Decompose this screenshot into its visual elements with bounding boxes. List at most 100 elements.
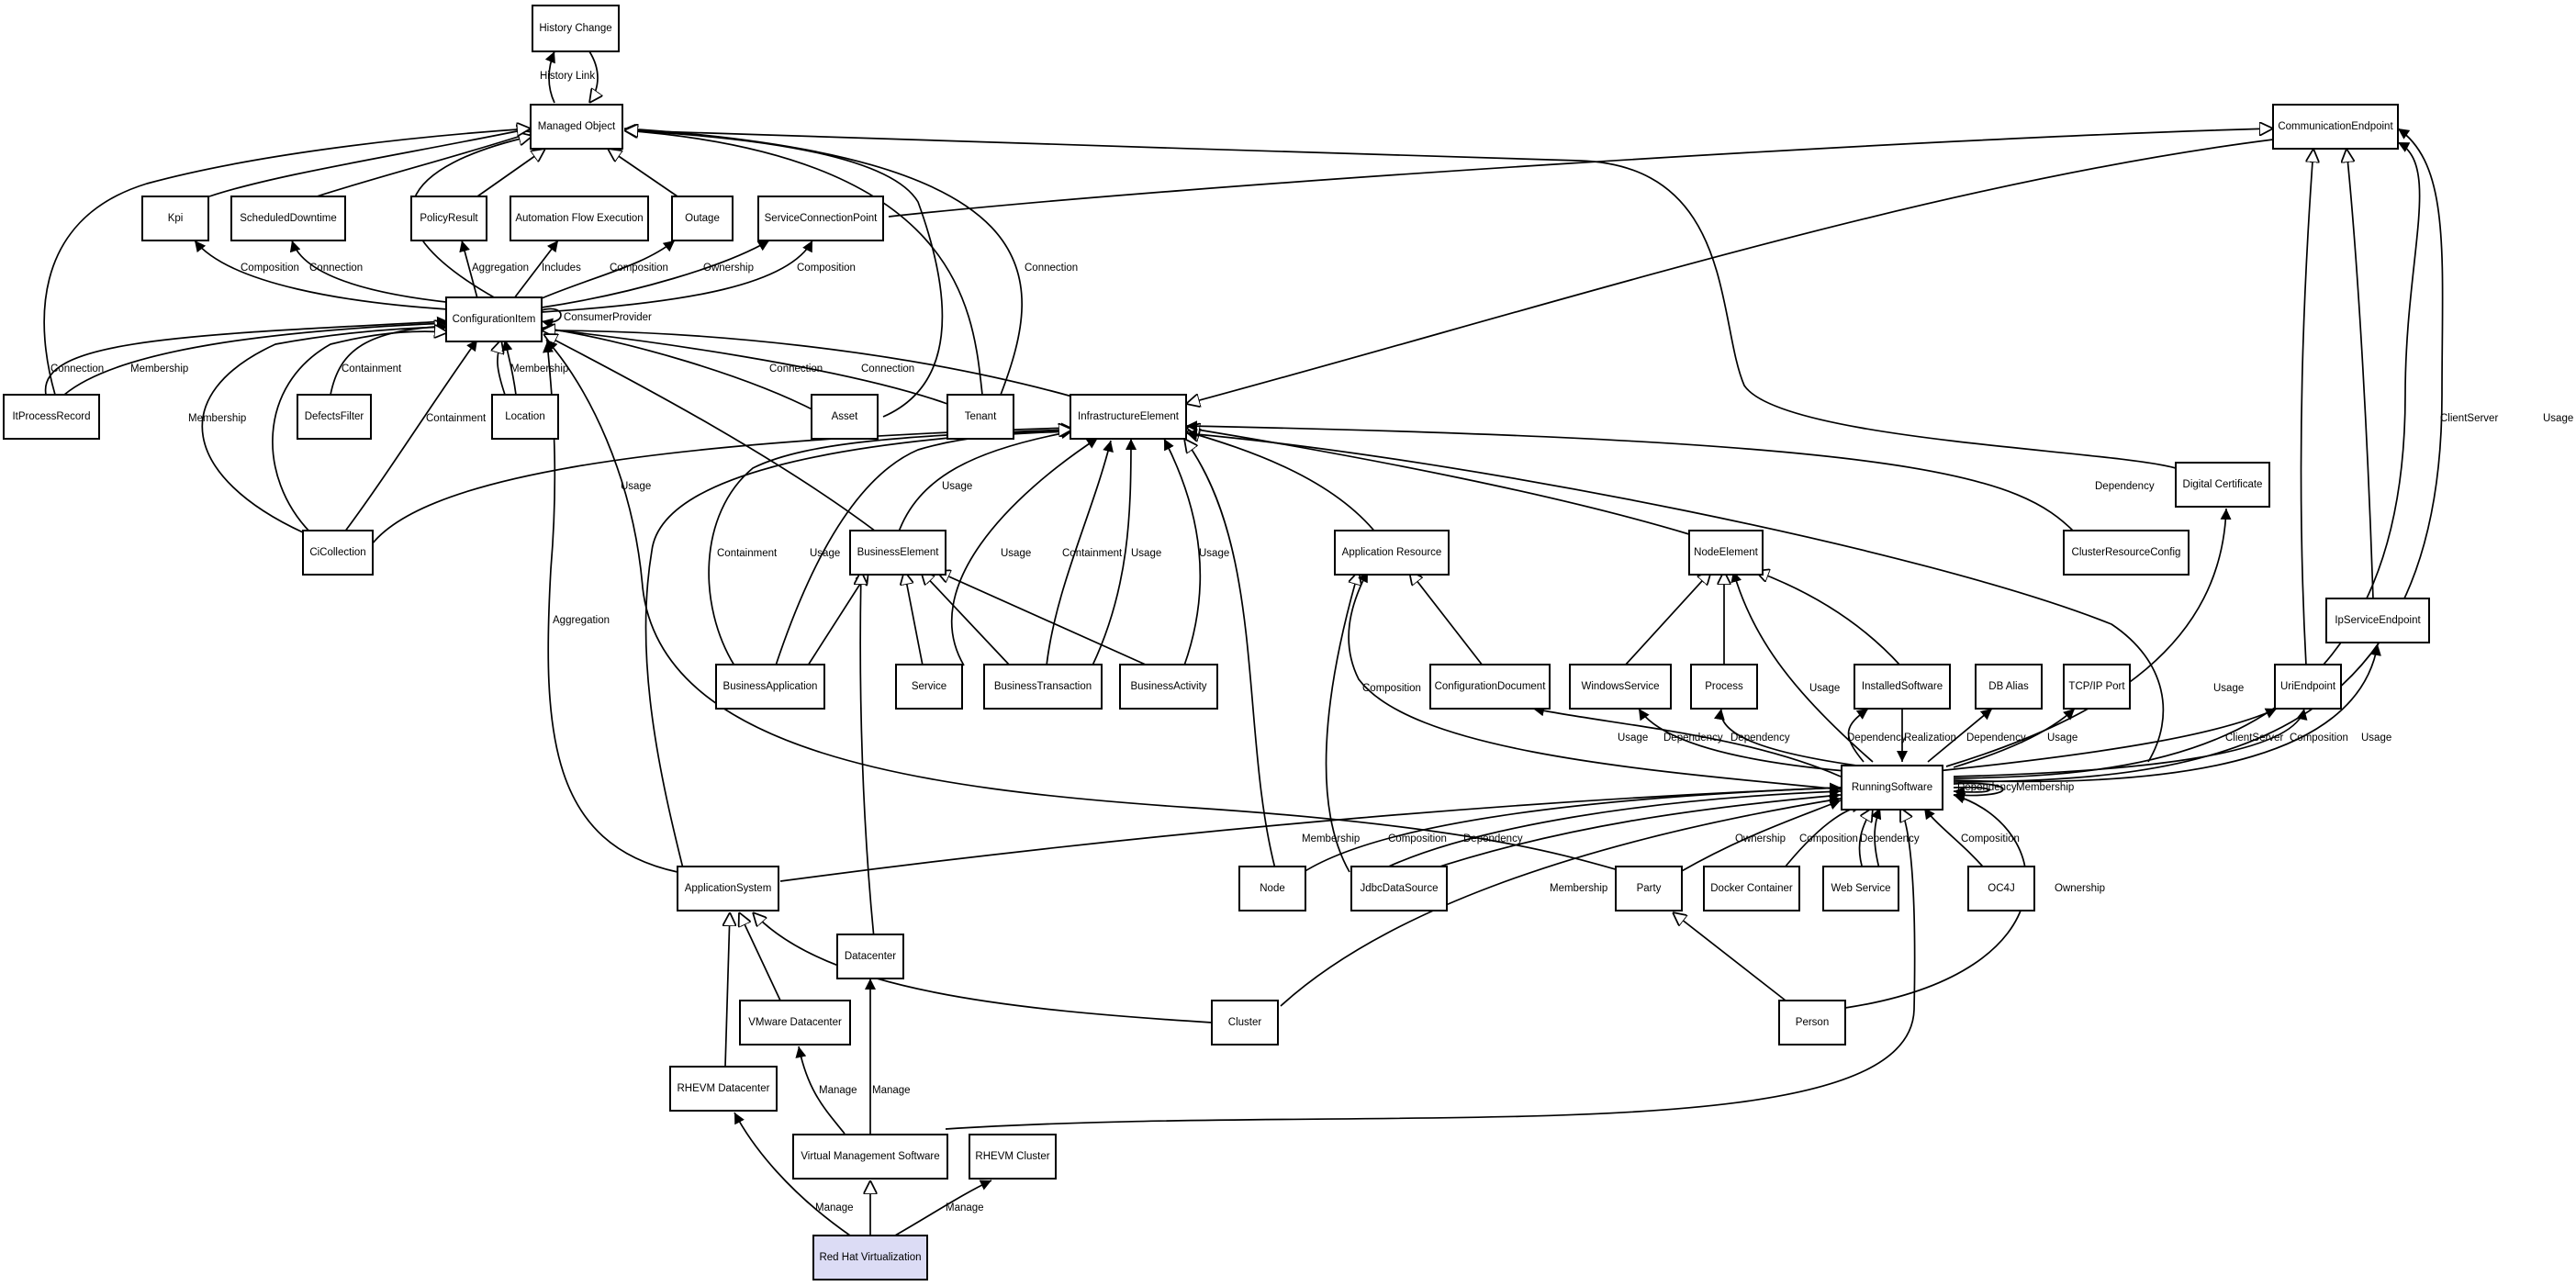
node-installed-software[interactable]: InstalledSoftware [1854,664,1951,710]
node-oc4j[interactable]: OC4J [1967,866,2035,911]
node-rhevm-cluster[interactable]: RHEVM Cluster [969,1134,1057,1180]
edge-managed-history [544,50,555,104]
node-configuration-item[interactable]: ConfigurationItem [445,296,543,342]
node-business-transaction[interactable]: BusinessTransaction [983,664,1103,710]
edge-running-digicert [1945,508,2232,767]
node-ci-collection[interactable]: CiCollection [302,530,374,576]
edge-ci-outage [541,240,676,299]
node-ip-service-endpoint[interactable]: IpServiceEndpoint [2325,598,2430,643]
svg-text:Location: Location [505,411,544,422]
edge-label: Composition [1961,833,2020,844]
edge-label: Dependency [2095,481,2155,492]
node-itprocess-record[interactable]: ItProcessRecord [3,394,100,440]
edge-appsystem-running [779,782,1842,882]
edge-label: Connection [769,363,823,375]
edge-tenant-ci [541,324,948,405]
node-location[interactable]: Location [491,394,559,440]
node-docker-container[interactable]: Docker Container [1703,866,1800,911]
edge-running-winservice [1638,708,1846,772]
svg-text:Virtual Management Software: Virtual Management Software [801,1151,939,1162]
edge-labels: History Link Composition Connection Aggr… [50,71,2573,1213]
node-defects-filter[interactable]: DefectsFilter [297,394,372,440]
node-windows-service[interactable]: WindowsService [1569,664,1672,710]
edge-jdbc-running2 [1422,790,1842,873]
node-cluster[interactable]: Cluster [1211,1000,1279,1046]
node-business-element[interactable]: BusinessElement [849,530,946,576]
edge-node-infra [1184,439,1277,873]
node-jdbc-data-source[interactable]: JdbcDataSource [1350,866,1448,911]
node-rhevm-datacenter[interactable]: RHEVM Datacenter [669,1066,778,1112]
node-infrastructure-element[interactable]: InfrastructureElement [1070,394,1187,440]
edge-label: Usage [621,481,651,492]
edge-digicert-managed [624,130,2177,469]
edge-label: Containment [717,548,778,559]
node-communication-endpoint[interactable]: CommunicationEndpoint [2272,104,2399,150]
edge-service-infra [951,437,1099,666]
node-node-element[interactable]: NodeElement [1688,530,1764,576]
node-business-application[interactable]: BusinessApplication [715,664,825,710]
node-datacenter[interactable]: Datacenter [836,934,904,979]
node-process[interactable]: Process [1690,664,1758,710]
node-digital-certificate[interactable]: Digital Certificate [2175,462,2270,508]
edge-tenant-managed [624,130,983,396]
node-configuration-document[interactable]: ConfigurationDocument [1429,664,1551,710]
node-service-connection-point[interactable]: ServiceConnectionPoint [757,196,884,241]
edge-ci-scp [541,240,770,308]
svg-text:History Change: History Change [539,23,611,34]
edge-person-party [1673,912,1786,1001]
nodes: History Change Managed Object Communicat… [3,5,2430,1280]
node-asset[interactable]: Asset [811,394,879,440]
node-business-activity[interactable]: BusinessActivity [1119,664,1218,710]
node-automation-flow-execution[interactable]: Automation Flow Execution [510,196,649,241]
node-service[interactable]: Service [895,664,963,710]
node-party[interactable]: Party [1615,866,1683,911]
node-running-software[interactable]: RunningSoftware [1841,765,1943,811]
node-cluster-resource-config[interactable]: ClusterResourceConfig [2063,530,2190,576]
edge-biztx-infra [1046,440,1114,666]
node-person[interactable]: Person [1778,1000,1846,1046]
node-tcp-ip-port[interactable]: TCP/IP Port [2063,664,2131,710]
node-uri-endpoint[interactable]: UriEndpoint [2274,664,2342,710]
node-history-change[interactable]: History Change [532,5,620,52]
edge-running-configdoc [1532,705,1842,777]
node-virtual-management-software[interactable]: Virtual Management Software [792,1134,948,1180]
node-db-alias[interactable]: DB Alias [1975,664,2043,710]
edge-label: Membership [1302,833,1360,844]
edges [43,50,2444,1236]
edge-label: Usage [2047,732,2078,744]
edge-bizact-bizel [936,571,1148,666]
svg-text:RHEVM Cluster: RHEVM Cluster [975,1151,1049,1162]
edge-label: Membership [510,363,568,375]
svg-text:DB Alias: DB Alias [1988,681,2029,692]
svg-text:BusinessApplication: BusinessApplication [723,681,818,692]
node-red-hat-virtualization[interactable]: Red Hat Virtualization [812,1235,928,1280]
edge-label: Aggregation [472,263,529,274]
edge-running-process [1714,708,1865,767]
edge-label: Usage [1131,548,1161,559]
edge-label: Connection [861,363,914,375]
edge-service-bizel [904,571,924,666]
svg-text:Red Hat Virtualization: Red Hat Virtualization [819,1252,921,1263]
node-application-resource[interactable]: Application Resource [1334,530,1450,576]
svg-text:Web Service: Web Service [1831,883,1891,894]
edge-label: Usage [1809,683,1840,694]
node-managed-object[interactable]: Managed Object [530,104,623,150]
edge-running-dbalias [1927,708,1993,763]
node-tenant[interactable]: Tenant [946,394,1014,440]
node-policy-result[interactable]: PolicyResult [410,196,487,241]
edge-cicollection-ci-open [272,331,448,533]
node-application-system[interactable]: ApplicationSystem [677,866,779,911]
edge-label: Containment [426,413,487,424]
svg-text:Automation Flow Execution: Automation Flow Execution [515,213,643,224]
node-web-service[interactable]: Web Service [1822,866,1899,911]
svg-text:CiCollection: CiCollection [309,547,365,558]
node-vmware-datacenter[interactable]: VMware Datacenter [739,1000,851,1046]
edge-label: Composition [1362,683,1421,694]
node-node[interactable]: Node [1238,866,1306,911]
node-kpi[interactable]: Kpi [141,196,209,241]
svg-text:InfrastructureElement: InfrastructureElement [1078,411,1180,422]
node-scheduled-downtime[interactable]: ScheduledDowntime [230,196,346,241]
edge-label: Usage [1199,548,1229,559]
edge-ci-kpi [194,240,449,310]
node-outage[interactable]: Outage [671,196,734,241]
